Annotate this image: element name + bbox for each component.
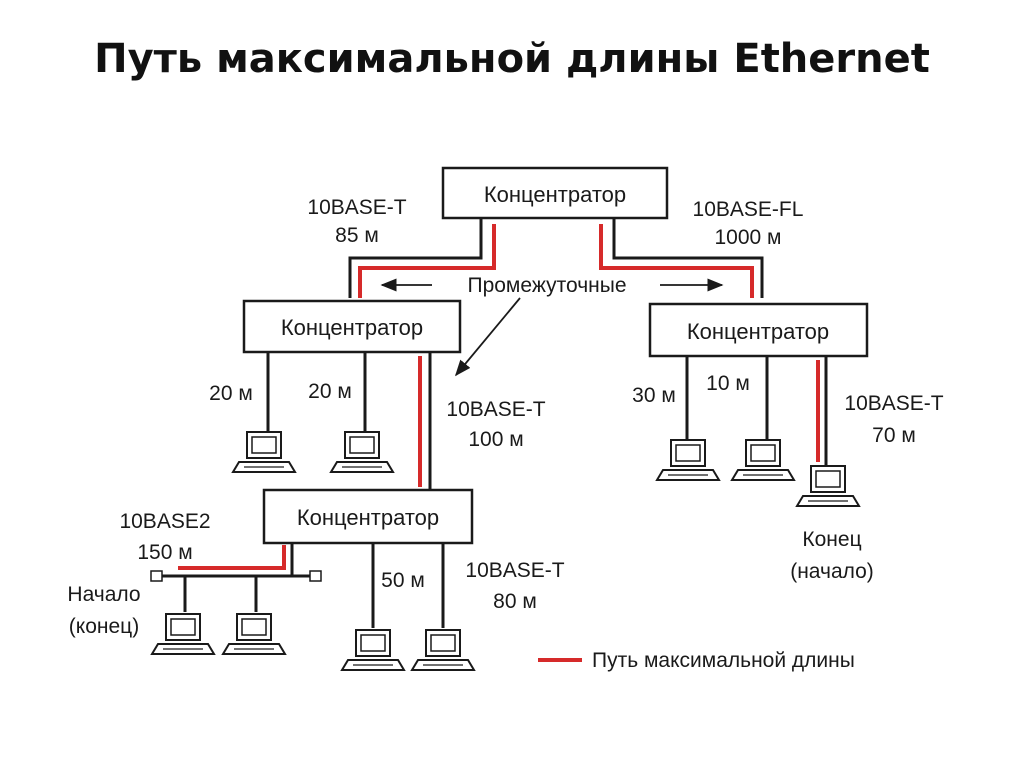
hub-top: Концентратор — [441, 166, 669, 220]
label-bottom-pc1-length: 50 м — [381, 569, 425, 592]
link-top-left — [348, 218, 483, 298]
label-bottom-pc2-type: 10BASE-T — [465, 559, 564, 582]
label-intermediate: Промежуточные — [467, 274, 626, 297]
label-coax-type: 10BASE2 — [119, 510, 210, 533]
computer-icon — [731, 439, 795, 481]
label-right-pc1-length: 30 м — [632, 384, 676, 407]
hub-bottom: Концентратор — [262, 488, 474, 545]
computer-icon — [232, 431, 296, 473]
label-right-pc2-length: 10 м — [706, 372, 750, 395]
computer-icon — [222, 613, 286, 655]
arrow-down — [454, 297, 521, 377]
legend-label: Путь максимальной длины — [592, 649, 855, 672]
max-path — [178, 224, 820, 570]
link-top-right — [612, 218, 764, 298]
intermediate-arrows — [380, 278, 724, 377]
label-coax-length: 150 м — [137, 541, 192, 564]
computer-icon — [330, 431, 394, 473]
label-left-pc2-length: 20 м — [308, 380, 352, 403]
label-top-left-type: 10BASE-T — [307, 196, 406, 219]
label-right-pc3-type: 10BASE-T — [844, 392, 943, 415]
computer-icon — [151, 613, 215, 655]
computer-icon — [656, 439, 720, 481]
label-end-start: (начало) — [790, 560, 874, 583]
page-title: Путь максимальной длины Ethernet — [94, 36, 930, 82]
hub-left-label: Концентратор — [281, 315, 423, 340]
label-top-left-length: 85 м — [335, 224, 379, 247]
label-left-down-type: 10BASE-T — [446, 398, 545, 421]
computer-icon — [341, 629, 405, 671]
black-links — [162, 218, 828, 628]
legend: Путь максимальной длины — [538, 649, 855, 672]
hub-right: Концентратор — [648, 302, 869, 358]
label-left-down-length: 100 м — [468, 428, 523, 451]
max-path-coax — [178, 545, 286, 570]
hub-top-label: Концентратор — [484, 182, 626, 207]
label-top-right-length: 1000 м — [715, 226, 782, 249]
label-start-end: (конец) — [69, 615, 139, 638]
label-bottom-pc2-length: 80 м — [493, 590, 537, 613]
label-right-pc3-length: 70 м — [872, 424, 916, 447]
computer-icon — [411, 629, 475, 671]
label-top-right-type: 10BASE-FL — [693, 198, 804, 221]
max-path-top-left — [358, 224, 496, 298]
hub-right-label: Концентратор — [687, 319, 829, 344]
label-end: Конец — [802, 528, 861, 551]
max-path-top-right — [599, 224, 754, 298]
terminator-right — [309, 570, 322, 582]
hub-left: Концентратор — [242, 299, 462, 354]
computer-icon — [796, 465, 860, 507]
label-start: Начало — [67, 583, 140, 606]
label-left-pc1-length: 20 м — [209, 382, 253, 405]
terminator-left — [150, 570, 163, 582]
hub-bottom-label: Концентратор — [297, 505, 439, 530]
